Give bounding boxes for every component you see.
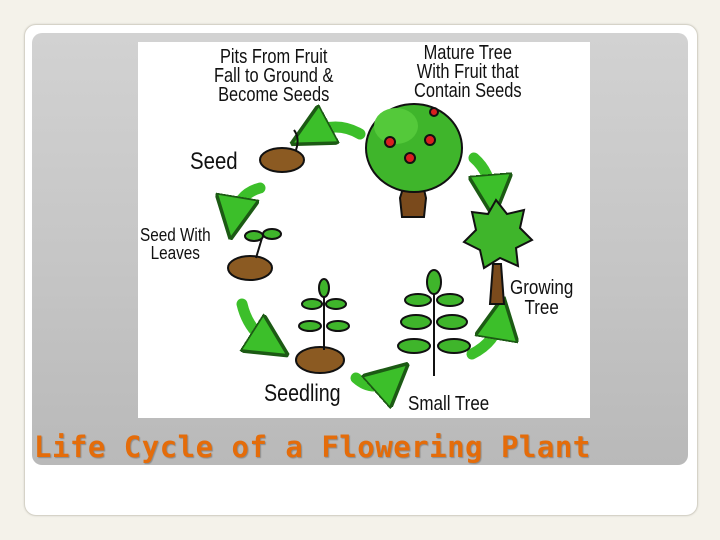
sprouting-seed-icon (227, 228, 282, 281)
seedling-icon (295, 278, 350, 374)
diagram-artwork (138, 103, 534, 418)
cycle-arrow-icon (474, 152, 492, 196)
cycle-arrow-icon (466, 318, 500, 360)
cycle-arrow-icon (234, 182, 266, 218)
stage-label-growing-tree: Growing Tree (510, 277, 574, 319)
stage-label-small-tree: Small Tree (408, 393, 490, 415)
growing-tree-icon (462, 198, 534, 305)
cycle-arrow-icon (350, 378, 392, 386)
life-cycle-diagram: Pits From Fruit Fall to Ground & Become … (138, 42, 590, 418)
stage-label-pits-fall: Pits From Fruit Fall to Ground & Become … (214, 46, 334, 106)
stage-label-seed: Seed (190, 148, 238, 175)
stage-label-mature-tree: Mature Tree With Fruit that Contain Seed… (414, 42, 522, 102)
fruit-tree-icon (365, 103, 463, 218)
slide-title: Life Cycle of a Flowering Plant (34, 430, 591, 464)
cycle-arrow-icon (310, 127, 366, 134)
cycle-arrow-icon (236, 298, 270, 344)
stage-label-seed-with-leaves: Seed With Leaves (140, 225, 211, 263)
cycle-arrows (234, 127, 500, 386)
small-tree-icon (397, 269, 471, 376)
stage-label-seedling: Seedling (264, 380, 341, 407)
seed-icon (259, 129, 305, 173)
